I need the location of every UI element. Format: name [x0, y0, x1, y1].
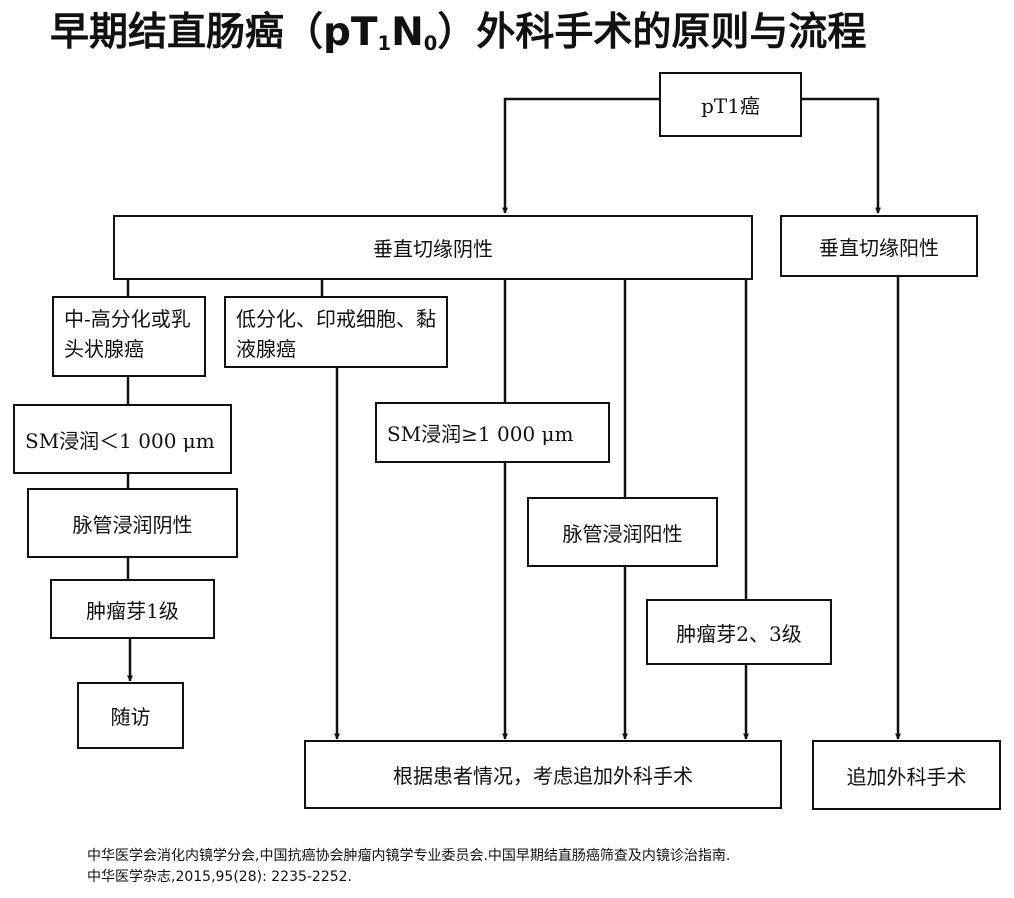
node-sm-invasion-ge: SM浸润≥1 000 μm [375, 402, 610, 463]
title-suffix: ）外科手术的原则与流程 [437, 10, 867, 55]
reference-citation: 中华医学会消化内镜学分会,中国抗癌协会肿瘤内镜学专业委员会.中国早期结直肠癌筛查… [87, 846, 967, 888]
node-add-surgery: 追加外科手术 [812, 740, 1001, 810]
title-prefix: 早期结直肠癌（pT [50, 10, 378, 55]
node-diff-low: 低分化、印戒细胞、黏液腺癌 [224, 296, 448, 368]
edge-pt1-to-margin-neg [502, 97, 659, 214]
node-budding-grade-2-3: 肿瘤芽2、3级 [646, 599, 832, 665]
node-followup: 随访 [77, 682, 184, 749]
node-diff-high: 中-高分化或乳头状腺癌 [52, 296, 206, 377]
node-margin-negative: 垂直切缘阴性 [113, 215, 753, 280]
page-title: 早期结直肠癌（pT1N0）外科手术的原则与流程 [50, 8, 990, 58]
reference-line-2: 中华医学杂志,2015,95(28): 2235-2252. [87, 869, 353, 885]
node-vascular-negative: 脉管浸润阴性 [27, 488, 238, 558]
title-mid: N [391, 10, 424, 55]
node-margin-positive: 垂直切缘阳性 [780, 215, 978, 277]
node-budding-grade-1: 肿瘤芽1级 [50, 579, 215, 639]
title-subscript-2: 0 [423, 31, 438, 55]
node-sm-invasion-lt: SM浸润＜1 000 μm [13, 404, 232, 474]
edge-pt1-to-margin-pos [801, 97, 881, 214]
node-consider-surgery: 根据患者情况，考虑追加外科手术 [304, 740, 782, 809]
reference-line-1: 中华医学会消化内镜学分会,中国抗癌协会肿瘤内镜学专业委员会.中国早期结直肠癌筛查… [87, 848, 731, 864]
node-pt1-cancer: pT1癌 [659, 72, 802, 137]
title-subscript-1: 1 [377, 31, 392, 55]
node-vascular-positive: 脉管浸润阳性 [527, 497, 718, 567]
